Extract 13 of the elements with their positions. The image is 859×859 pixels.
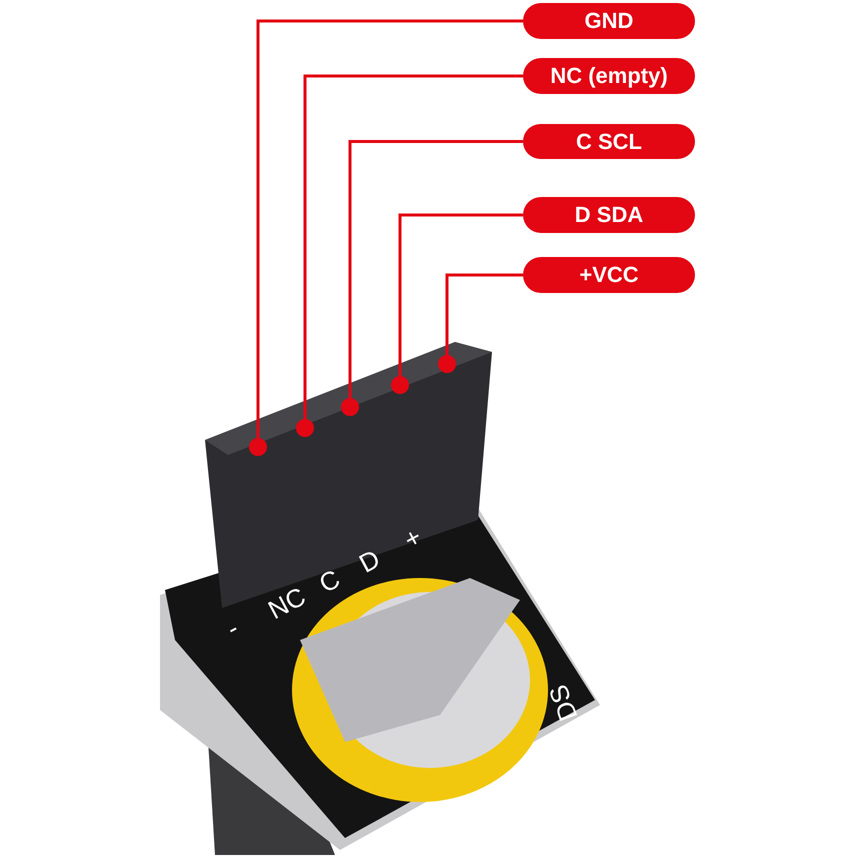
silkscreen-label: +	[400, 522, 426, 554]
silkscreen-label: D	[355, 545, 384, 577]
leader-line	[398, 214, 523, 376]
silkscreen-label: C	[315, 565, 344, 597]
silkscreen-label: NC	[264, 582, 310, 624]
leader-line	[446, 274, 523, 355]
silkscreen-label: -	[222, 614, 242, 642]
pin-label: GND	[523, 3, 695, 39]
pin-label: NC (empty)	[523, 58, 695, 94]
pin-label: +VCC	[523, 257, 695, 293]
silkscreen-label: DS	[544, 682, 582, 724]
pin-label: D SDA	[523, 197, 695, 233]
pin-label: C SCL	[523, 124, 695, 159]
